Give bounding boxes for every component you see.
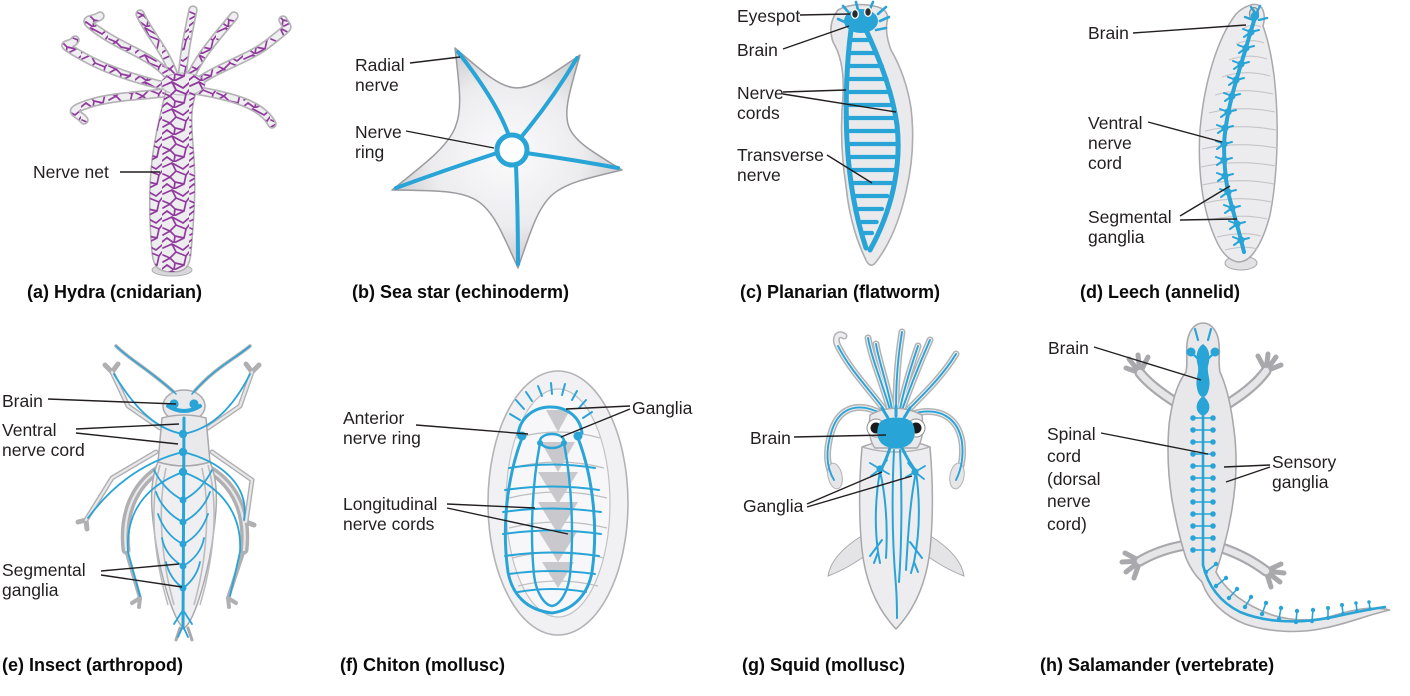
- label-leech-brain: Brain: [1088, 23, 1129, 43]
- label-segmental-ganglia-leech: Segmental ganglia: [1088, 207, 1172, 247]
- leech-body: [1198, 3, 1278, 271]
- label-transverse-nerve: Transverse nerve: [737, 145, 824, 185]
- salamander-sensory-ganglia-lines: [1192, 417, 1371, 623]
- sea-star-illustration: [391, 47, 623, 269]
- label-nerve-net: Nerve net: [33, 162, 109, 182]
- squid-nervous-system: [869, 404, 926, 619]
- caption-insect: (e) Insect (arthropod): [2, 655, 184, 675]
- caption-salamander: (h) Salamander (vertebrate): [1040, 655, 1275, 675]
- salamander-body: [1119, 322, 1391, 633]
- caption-sea-star: (b) Sea star (echinoderm): [352, 282, 570, 302]
- leader-lines: [782, 13, 897, 184]
- leech-nerve-cord: [1215, 4, 1269, 254]
- label-eyespot: Eyespot: [737, 6, 801, 26]
- leader-lines: [415, 405, 631, 535]
- salamander-olfactory-nerves: [1193, 327, 1213, 342]
- insect-wings: [153, 464, 215, 606]
- squid-mantle-nerves: [869, 449, 923, 619]
- caption-hydra: (a) Hydra (cnidarian): [27, 282, 203, 302]
- insect-body: [75, 344, 262, 642]
- planarian-transverse-nerves: [843, 37, 900, 236]
- salamander-sensory-ganglia-dots: [1190, 415, 1372, 625]
- planarian-nerve-cords: [843, 27, 901, 253]
- label-squid-ganglia: Ganglia: [743, 496, 804, 516]
- caption-leech: (d) Leech (annelid): [1080, 282, 1241, 302]
- sea-star-radial-nerves: [394, 50, 620, 266]
- label-planarian-brain: Brain: [737, 40, 778, 60]
- caption-chiton: (f) Chiton (mollusc): [340, 655, 505, 675]
- label-chiton-ganglia: Ganglia: [632, 398, 693, 418]
- insect-antennae: [114, 344, 252, 396]
- label-anterior-nerve-ring: Anterior nerve ring: [343, 408, 421, 448]
- label-ventral-nerve-cord-leech: Ventral nerve cord: [1088, 113, 1143, 173]
- chiton-plates: [538, 410, 578, 588]
- caption-squid: (g) Squid (mollusc): [742, 655, 905, 675]
- planarian-eyespots: [850, 6, 873, 20]
- sea-star-nerve-ring: [494, 132, 530, 168]
- squid-brain: [877, 417, 915, 449]
- chiton-longitudinal-cords-outer: [503, 436, 597, 615]
- chiton-body: [487, 370, 629, 636]
- salamander-nervous-system: [1186, 327, 1387, 625]
- label-longitudinal-nerve-cords: Longitudinal nerve cords: [343, 494, 438, 534]
- label-sensory-ganglia: Sensory ganglia: [1272, 452, 1337, 492]
- squid-stellate-ganglia: [869, 459, 926, 480]
- leader-lines: [793, 434, 913, 508]
- leech-illustration: [1132, 3, 1278, 271]
- chiton-longitudinal-cords-inner: [530, 441, 574, 608]
- label-radial-nerve: Radial nerve: [355, 55, 405, 95]
- chiton-illustration: [415, 370, 631, 636]
- leader-lines: [1093, 346, 1271, 483]
- salamander-brain-shape: [1196, 344, 1210, 397]
- insect-nervous-system: [87, 345, 251, 638]
- squid-illustration: [793, 328, 966, 631]
- label-segmental-ganglia-insect: Segmental ganglia: [2, 560, 86, 600]
- leech-brain: [1243, 4, 1269, 22]
- label-spinal-cord: Spinal cord (dorsal nerve cord): [1047, 424, 1101, 534]
- squid-arms: [824, 328, 966, 490]
- chiton-nervous-system: [502, 382, 602, 615]
- label-nerve-ring: Nerve ring: [355, 122, 402, 162]
- hydra-tentacle-nerve-net: [63, 6, 290, 128]
- leader-lines: [405, 56, 495, 149]
- squid-arm-nerves: [826, 331, 964, 481]
- caption-planarian: (c) Planarian (flatworm): [740, 282, 941, 302]
- chiton-anterior-nerve-ring: [516, 405, 584, 437]
- hydra-illustration: [61, 5, 292, 277]
- label-nerve-cords: Nerve cords: [737, 83, 784, 123]
- label-squid-brain: Brain: [750, 428, 791, 448]
- leader-lines: [1132, 24, 1247, 221]
- planarian-illustration: [782, 0, 914, 266]
- salamander-toes: [1119, 351, 1287, 590]
- label-insect-brain: Brain: [2, 391, 43, 411]
- label-salamander-brain: Brain: [1048, 338, 1089, 358]
- hydra-body: [148, 72, 206, 277]
- salamander-illustration: [1093, 322, 1391, 633]
- leader-lines: [47, 398, 183, 588]
- insect-illustration: [47, 344, 262, 642]
- label-ventral-nerve-cord-insect: Ventral nerve cord: [2, 420, 85, 460]
- hydra-nerve-net: [149, 75, 200, 273]
